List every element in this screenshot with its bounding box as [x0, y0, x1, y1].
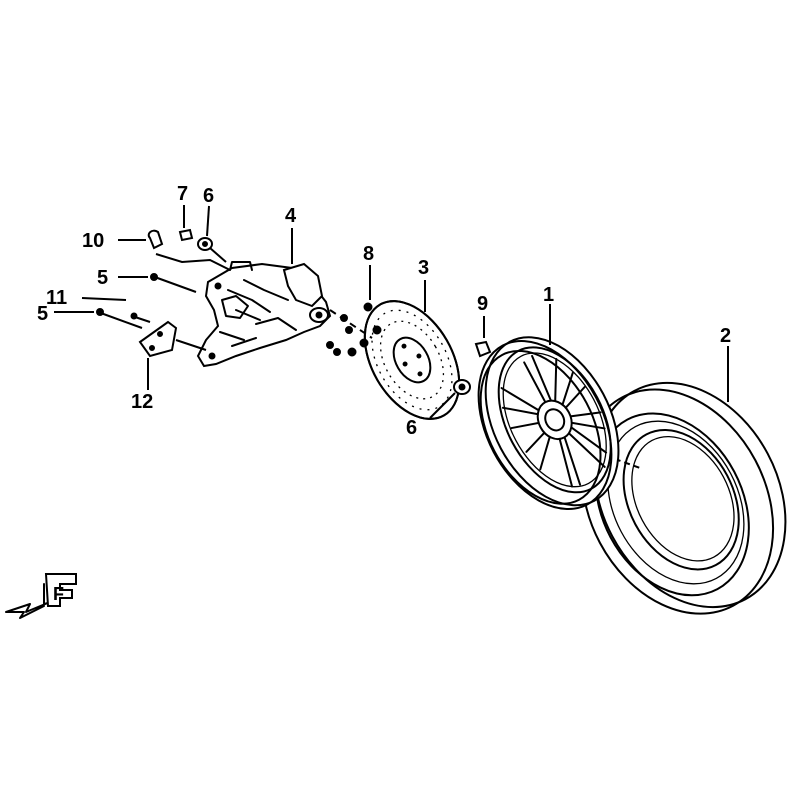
callout-6-top: 6 [203, 185, 214, 207]
brake-disc-part-3 [363, 300, 461, 420]
axle-nut-part-6 [453, 379, 471, 395]
bolt-part-5-lower [96, 308, 143, 329]
leader-lines [54, 205, 729, 419]
callout-10: 10 [82, 230, 104, 252]
wheel-rim-part-1 [477, 336, 620, 511]
callout-2: 2 [720, 325, 731, 347]
callout-12: 12 [131, 391, 153, 413]
tire-part-2 [581, 381, 787, 615]
bracket-part-12 [138, 320, 207, 358]
nut-part-6-top [197, 237, 213, 251]
callout-9: 9 [477, 293, 488, 315]
nut-part-7 [178, 228, 194, 242]
disc-bolts-part-8 [347, 302, 382, 357]
front-arrow-icon: F [5, 573, 77, 619]
callout-5-lower: 5 [37, 303, 48, 325]
valve-part-9 [474, 340, 492, 358]
callout-8: 8 [363, 243, 374, 265]
bolt-part-11 [130, 312, 151, 323]
bolt-part-5-upper [150, 273, 197, 293]
callout-7: 7 [177, 183, 188, 205]
callout-3: 3 [418, 257, 429, 279]
clip-part-10 [147, 229, 164, 250]
callout-11: 11 [46, 287, 67, 309]
callout-1: 1 [543, 284, 554, 306]
front-badge-label: F [53, 584, 64, 604]
caliper-bolts [326, 314, 353, 356]
callout-4: 4 [285, 205, 297, 227]
callout-6-bottom: 6 [406, 417, 417, 439]
callout-5-upper: 5 [97, 267, 108, 289]
swing-arm-caliper-part-4 [196, 261, 332, 368]
